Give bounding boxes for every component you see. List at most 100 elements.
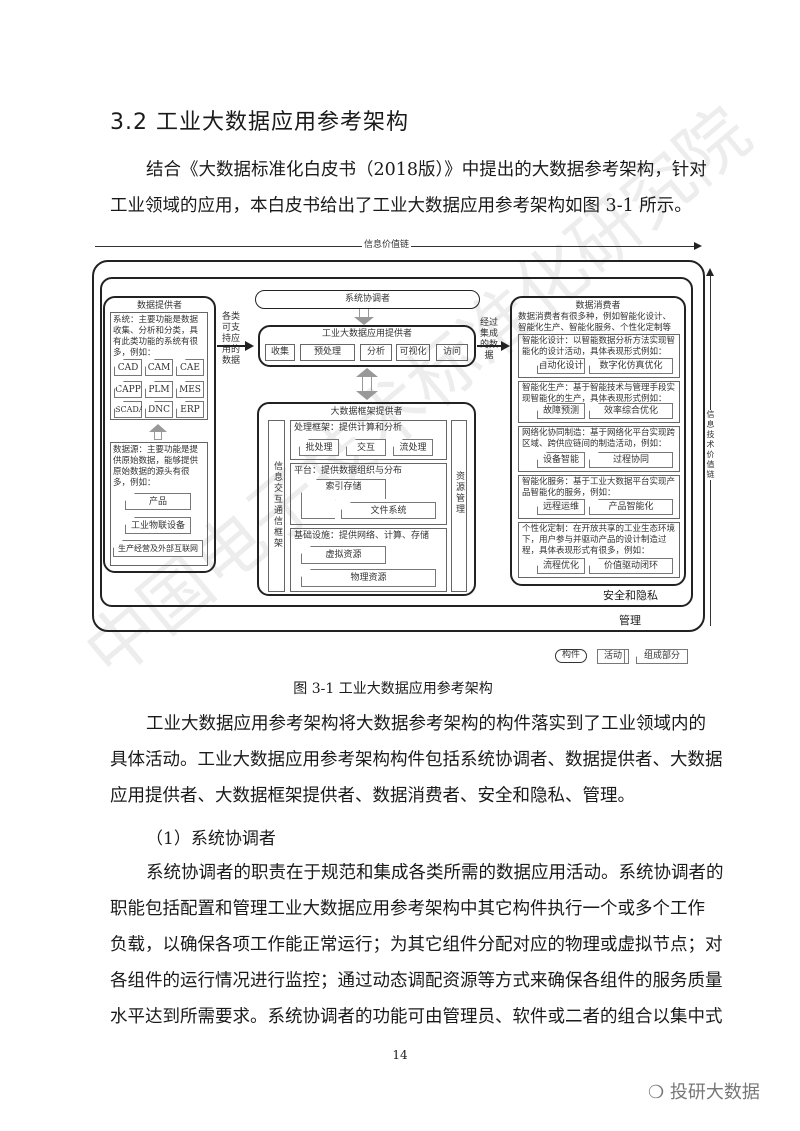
item: 流处理 [393,439,433,456]
paragraph-3: 系统协调者的职责在于规范和集成各类所需的数据应用活动。系统协调者的 职能包括配置… [110,855,724,1035]
section-item: 故障预测 [537,403,585,419]
system-item: CAM [145,359,173,376]
resource-management-column: 资源管理 [451,420,467,592]
down-arrow-stem [359,309,369,317]
arrow-head-icon [706,268,714,276]
infra-text: 基础设施：提供网络、计算、存储 [294,531,430,541]
item: 交互 [346,439,386,456]
source-item: 生产经营及外部互联网 [113,540,203,557]
section-text: 网络化协同制造：基于网络化平台实现跨区域、跨供应链间的制造活动，例如： [522,428,676,449]
line: 系统协调者的职责在于规范和集成各类所需的数据应用活动。系统协调者的 [146,863,724,883]
double-arrow-stem [362,377,372,391]
section-text: 智能化服务：基于工业大数据平台实现产品智能化的服务，例如： [522,477,676,498]
data-provider-box: 数据提供者 系统：主要功能是数据收集、分析和分类，具有此类功能的系统有很多，例如… [103,296,216,573]
legend-component: 构件 [555,649,587,663]
up-arrow-icon [149,424,167,432]
system-item: ERP [176,401,204,418]
section-item: 自动化设计 [537,358,585,374]
sources-text: 数据源：主要功能是提供原始数据，能够提供原始数据的源头有很多，例如： [113,445,199,488]
integrated-data-label: 经过集成的数据 [480,318,499,361]
it-value-chain-label: 信息技术价值链 [705,410,716,480]
value-chain-label: 信息价值链 [362,240,412,251]
section-item: 价值驱动闭环 [589,558,673,574]
section-text: 个性化定制：在开放共享的工业生态环境下，用户参与并驱动产品的设计制造过程，具体表… [522,524,676,556]
arrow-head-icon [694,242,702,250]
section-heading: 3.2 工业大数据应用参考架构 [110,110,409,135]
data-consumer-box: 数据消费者 数据消费者有很多种，例如智能化设计、智能化生产、智能化服务、个性化定… [510,296,686,586]
consumer-section: 网络化协同制造：基于网络化平台实现跨区域、跨供应链间的制造活动，例如： 设备智能过… [518,426,680,472]
system-item: MES [176,381,204,398]
sources-panel: 数据源：主要功能是提供原始数据，能够提供原始数据的源头有很多，例如： 产品 工业… [110,442,208,566]
app-provider-title: 工业大数据应用提供者 [321,329,412,339]
processing-panel: 处理框架：提供计算和分析 批处理 交互 流处理 [290,420,447,460]
system-item: PLM [145,381,173,398]
page-number: 14 [392,1048,408,1062]
intro-paragraph: 结合《大数据标准化白皮书（2018版）》中提出的大数据参考架构，针对 工业领域的… [110,152,707,224]
system-item: CAPP [114,381,142,398]
legend-activity: 活动 [597,649,629,664]
comm-framework-label: 信息交互通信框架 [272,461,282,549]
system-item: CAE [176,359,204,376]
section-item: 设备智能 [537,452,585,468]
logo-text: 投研大数据 [669,1082,760,1103]
chat-bubble-icon: ❍ [648,1082,670,1103]
step: 收集 [265,344,295,361]
comm-framework-column: 信息交互通信框架 [268,420,285,592]
section-item: 远程运维 [537,499,585,515]
system-item: SCADA [114,401,142,418]
security-label: 安全和隐私 [603,589,658,602]
item: 物理资源 [301,569,436,587]
platform-panel: 平台：提供数据组织与分布 索引存储 文件系统 [290,463,447,525]
framework-title: 大数据框架提供者 [330,407,403,417]
consumer-section: 智能化设计：以智能数据分析方法实现智能化的设计活动，具体表现形式例如：自动化设计… [518,334,680,378]
step: 访问 [436,344,468,361]
consumer-section: 智能化生产：基于智能技术与管理手段实现智能化的生产，具体表现形式例如：故障预测效… [518,381,680,423]
line: 水平达到所需要求。系统协调者的功能可由管理员、软件或二者的组合以集中式 [110,1007,723,1027]
step: 预处理 [300,344,355,361]
consumer-text: 数据消费者有很多种，例如智能化设计、智能化生产、智能化服务、个性化定制等 [518,312,672,333]
system-item: DNC [145,401,173,418]
line: 结合《大数据标准化白皮书（2018版）》中提出的大数据参考架构，针对 [146,160,707,180]
figure-caption: 图 3-1 工业大数据应用参考架构 [293,681,493,697]
section-text: 智能化生产：基于智能技术与管理手段实现智能化的生产，具体表现形式例如： [522,383,676,404]
down-arrow-icon [354,317,374,325]
section-item: 流程优化 [537,558,585,574]
line: 职能包括配置和管理工业大数据应用参考架构中其它构件执行一个或多个工作 [110,899,705,919]
framework-provider-box: 大数据框架提供者 信息交互通信框架 资源管理 处理框架：提供计算和分析 批处理 … [257,402,476,596]
system-orchestrator: 系统协调者 [255,290,480,309]
item: 文件系统 [341,502,436,519]
section-item: 数字化仿真优化 [589,358,673,374]
section-item: 效率综合优化 [589,403,673,419]
up-arrow-stem [154,432,162,440]
resource-management-label: 资源管理 [454,471,464,515]
item: 虚拟资源 [301,546,386,564]
security-box [100,277,693,607]
line: 负载，以确保各项工作能正常运行；为其它组件分配对应的物理或虚拟节点；对 [110,935,723,955]
item: 批处理 [299,439,339,456]
step: 分析 [360,344,392,361]
line: 工业大数据应用参考架构将大数据参考架构的构件落实到了工业领域内的 [146,714,706,734]
system-item: CAD [114,359,142,376]
consumer-section: 个性化定制：在开放共享的工业生态环境下，用户参与并驱动产品的设计制造过程，具体表… [518,522,680,578]
management-box [92,260,705,632]
arrow [477,345,502,347]
line: 应用提供者、大数据框架提供者、数据消费者、安全和隐私、管理。 [110,786,635,806]
legend-part: 组成部分 [636,649,688,664]
arrow [217,345,245,347]
double-arrow-icon [356,391,378,400]
source-item: 产品 [125,493,191,510]
line: 各组件的运行情况进行监控；通过动态调配资源等方式来确保各组件的服务质量 [110,971,723,991]
line: 具体活动。工业大数据应用参考架构构件包括系统协调者、数据提供者、大数据 [110,750,723,770]
provider-title: 数据提供者 [136,301,182,311]
app-provider-box: 工业大数据应用提供者 收集 预处理 分析 可视化 访问 [258,325,476,367]
subheading: （1）系统协调者 [146,829,276,849]
consumer-section: 智能化服务：基于工业大数据平台实现产品智能化的服务，例如：远程运维产品智能化 [518,475,680,519]
arrow-head-icon [501,341,510,351]
consumer-title: 数据消费者 [575,301,621,311]
source-item: 工业物联设备 [125,517,191,534]
supported-data-label: 各类可支持应用的数据 [222,312,241,366]
processing-text: 处理框架：提供计算和分析 [294,423,403,433]
systems-panel: 系统：主要功能是数据收集、分析和分类，具有此类功能的系统有很多，例如： CAD … [110,312,208,420]
management-label: 管理 [619,614,641,627]
section-item: 过程协同 [589,452,673,468]
